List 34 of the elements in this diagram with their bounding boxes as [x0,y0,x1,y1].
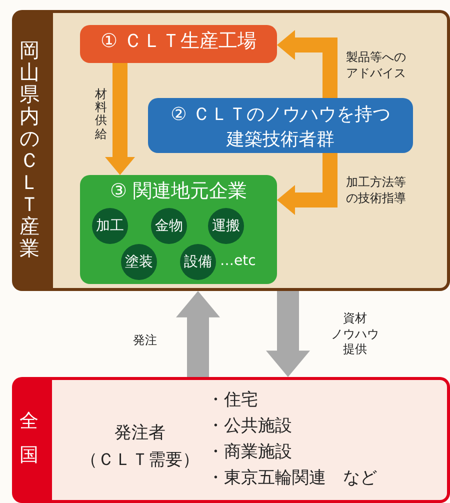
edge-label: 材料供給 [95,88,107,141]
process-box [148,98,413,153]
edge-label: 加工方法等の技術指導 [346,175,406,206]
category-circle [121,244,157,280]
box-title: ③ 関連地元企業 [108,179,248,203]
circle-label: 設備 [183,253,213,271]
category-circle [151,208,187,244]
edge-label: 発注 [133,333,157,349]
list-item: ・公共施設 [207,415,292,437]
list-item: ・東京五輪関連 など [207,467,377,489]
edge-label: 製品等へのアドバイス [346,50,406,82]
list-item: ・住宅 [207,389,258,411]
process-box [80,175,277,284]
circle-label: 塗装 [124,253,154,271]
box-title: ① ＣＬＴ生産工場 [99,29,258,53]
category-circle [208,208,244,244]
block-arrow [105,63,135,175]
process-box [80,25,277,63]
list-item: ・商業施設 [207,441,292,463]
category-circle [180,244,216,280]
block-arrow [176,291,220,377]
box-title: ② ＣＬＴのノウハウを持つ建築技術者群 [170,103,392,152]
region-panel [12,10,450,291]
heading-text: 発注者（ＣＬＴ需要） [80,422,200,472]
circle-label: 加工 [95,217,125,235]
region-panel [12,377,450,503]
circle-label: 金物 [154,217,184,235]
etc-text: …etc [220,253,256,269]
vertical-title: 全国 [20,408,38,468]
category-circle [92,208,128,244]
block-arrow [266,291,310,377]
edge-label: 資材ノウハウ提供 [330,311,380,358]
circle-label: 運搬 [211,217,241,235]
vertical-title: 岡山県内のＣＬＴ産業 [20,38,40,258]
